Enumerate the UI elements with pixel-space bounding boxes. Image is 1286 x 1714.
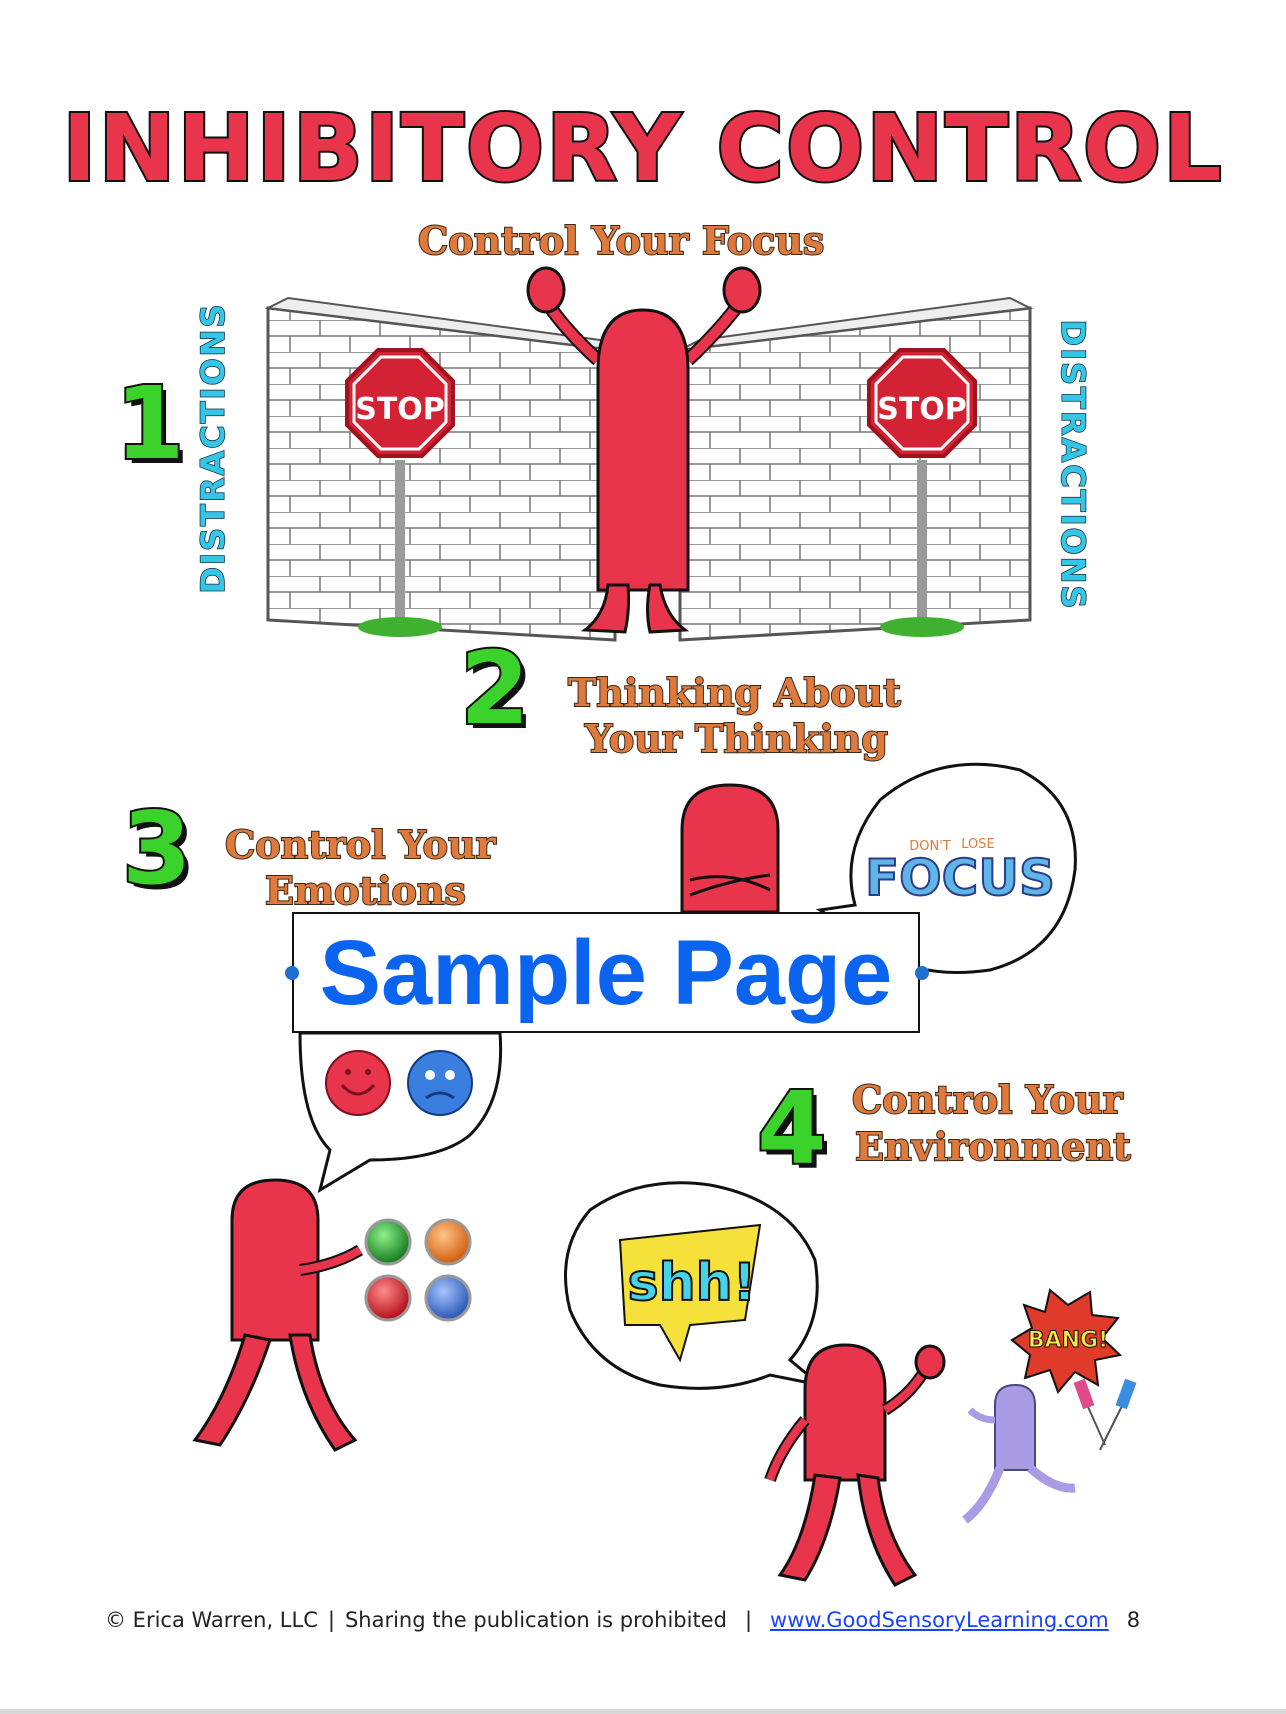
character-running-purple — [962, 1383, 1076, 1524]
footer-page-number: 8 — [1126, 1608, 1141, 1632]
stop-sign-right — [867, 348, 977, 637]
section-1-number: 1 — [113, 363, 187, 484]
brick-wall-left — [264, 296, 617, 642]
speech-bubble-shh: shh! — [564, 1181, 821, 1390]
bang-burst: BANG! — [1010, 1288, 1123, 1394]
section-2-heading-line2: Your Thinking — [584, 715, 889, 762]
shh-sticker-text: shh! — [628, 1253, 757, 1313]
distractions-label-left: DISTRACTIONS — [193, 302, 233, 595]
character-hand-up — [764, 1343, 946, 1587]
character-arms-raised — [526, 266, 762, 634]
lose-label: LOSE — [961, 837, 994, 852]
stop-sign-left-text: STOP — [355, 392, 445, 427]
section-2-number: 2 — [458, 628, 532, 749]
sample-page-watermark[interactable]: Sample Page — [292, 912, 920, 1033]
section-4-number: 4 — [755, 1068, 829, 1189]
section-4-heading-line1: Control Your — [851, 1076, 1124, 1123]
section-2-heading-line1: Thinking About — [567, 669, 902, 716]
page-bottom-border — [0, 1709, 1286, 1714]
resize-handle-left[interactable] — [285, 966, 299, 980]
character-pressing-buttons — [192, 1178, 364, 1452]
stop-sign-left — [345, 348, 455, 637]
footer-notice: Sharing the publication is prohibited — [344, 1608, 727, 1632]
dont-label: DON'T — [909, 839, 951, 854]
section-4-heading-line2: Environment — [854, 1123, 1132, 1170]
brick-wall-right — [678, 296, 1034, 642]
footer-copyright: © Erica Warren, LLC — [105, 1608, 318, 1632]
sample-page-text: Sample Page — [319, 922, 893, 1024]
distractions-label-right: DISTRACTIONS — [1053, 319, 1093, 612]
footer-website-link[interactable]: www.GoodSensoryLearning.com — [770, 1608, 1109, 1632]
section-3-number: 3 — [120, 788, 194, 909]
stop-sign-right-text: STOP — [877, 392, 967, 427]
resize-handle-right[interactable] — [915, 966, 929, 980]
focus-sticker-text: FOCUS — [865, 849, 1055, 907]
section-1-heading: Control Your Focus — [417, 217, 825, 264]
page-title: INHIBITORY CONTROL — [60, 93, 1224, 204]
section-3-heading-line2: Emotions — [264, 867, 467, 914]
color-buttons — [364, 1218, 472, 1322]
page-footer: © Erica Warren, LLC|Sharing the publicat… — [105, 1608, 1141, 1632]
section-3-heading-line1: Control Your — [224, 821, 497, 868]
speech-bubble-emotions — [298, 1031, 503, 1194]
bang-text: BANG! — [1028, 1328, 1108, 1353]
firework-rockets-icon — [1073, 1378, 1137, 1451]
character-arms-crossed — [680, 783, 780, 914]
